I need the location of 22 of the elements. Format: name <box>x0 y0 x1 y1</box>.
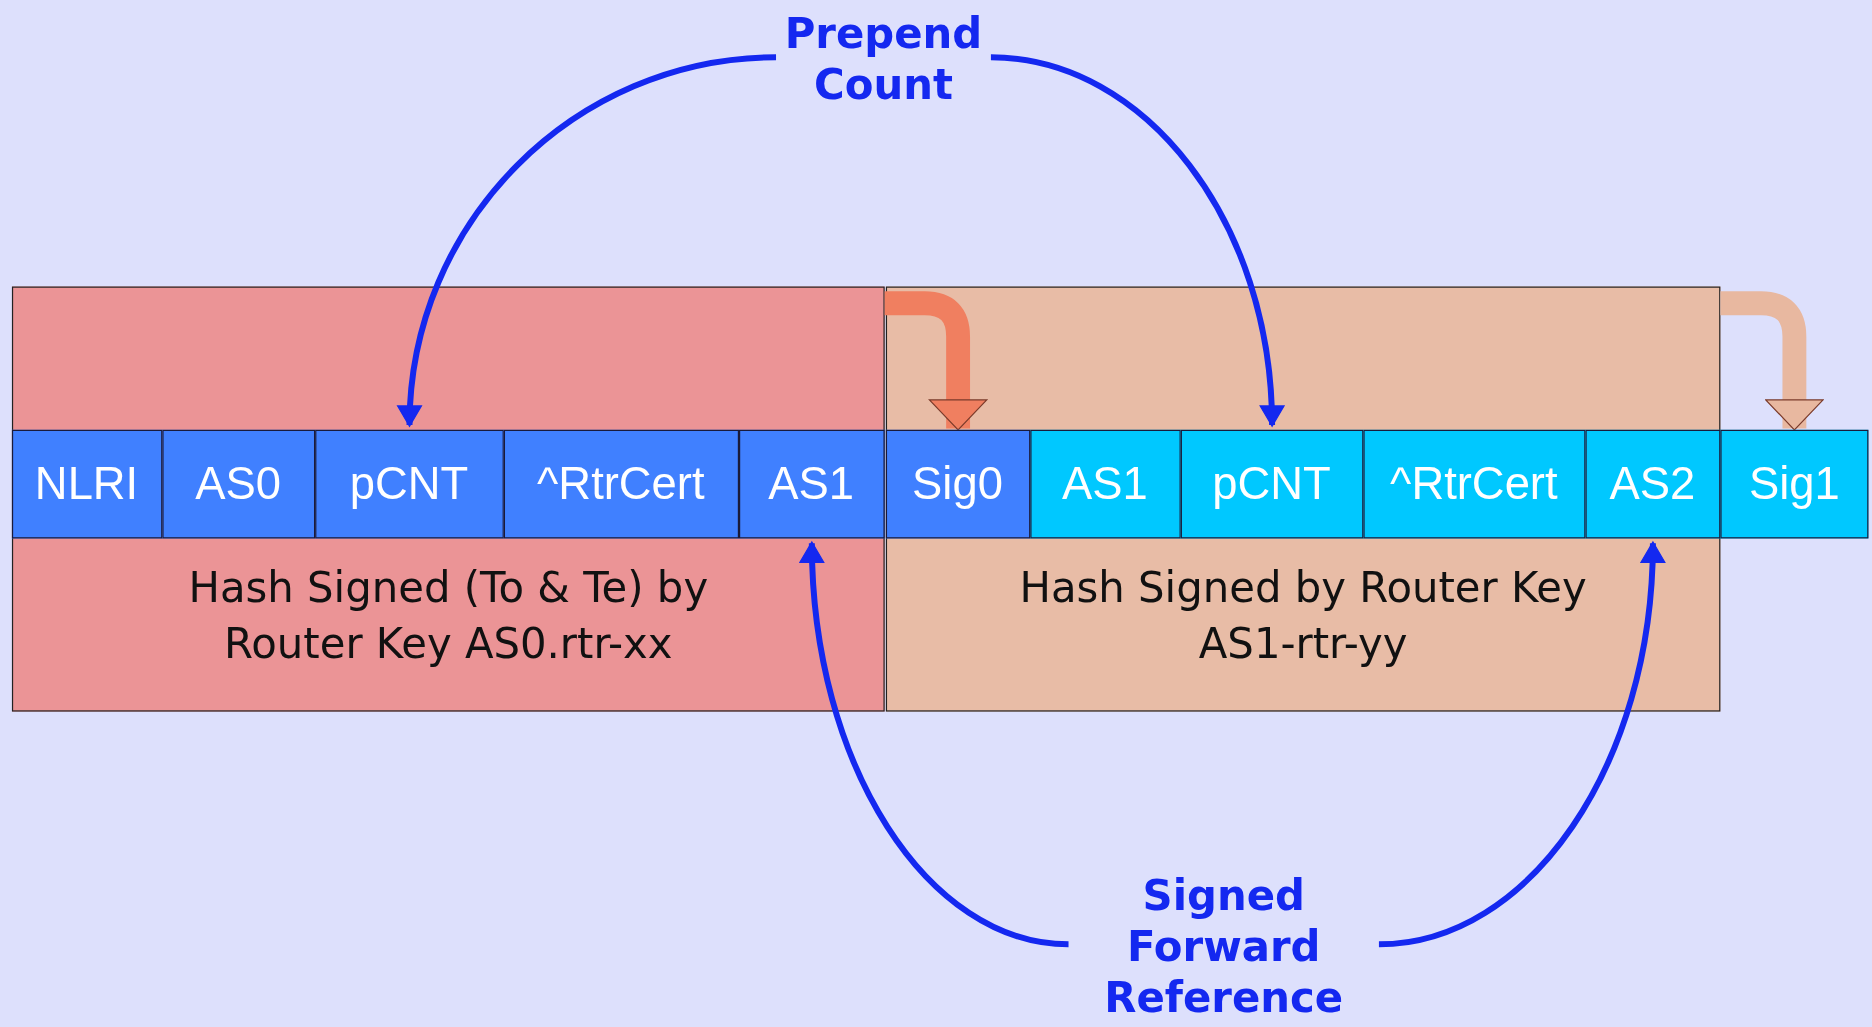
callout-text: Prepend Count <box>776 4 991 115</box>
packet-field: AS0 <box>161 429 315 538</box>
hash-panel <box>885 286 1721 712</box>
packet-field: pCNT <box>314 429 504 538</box>
packet-field: Sig1 <box>1720 429 1869 539</box>
bent-arrow <box>884 291 988 431</box>
packet-field: AS1 <box>1029 429 1181 538</box>
curved-arrow <box>398 54 777 427</box>
packet-field: AS2 <box>1584 429 1720 538</box>
panel-caption: Hash Signed (To & Te) by Router Key AS0.rtr-xx <box>187 562 710 670</box>
packet-field: ^RtrCert <box>1362 429 1585 538</box>
panel-caption: Hash Signed by Router Key AS1-rtr-yy <box>1018 562 1588 670</box>
curved-arrow <box>990 54 1284 427</box>
curved-arrow <box>800 541 1069 948</box>
packet-field: Sig0 <box>885 429 1030 538</box>
packet-field: pCNT <box>1180 429 1363 538</box>
packet-field: ^RtrCert <box>503 429 739 538</box>
curved-arrow <box>1378 541 1665 948</box>
packet-field: NLRI <box>11 429 162 538</box>
packet-field: AS1 <box>738 429 885 538</box>
callout-text: Signed Forward Reference <box>1068 869 1379 1025</box>
hash-panel <box>11 286 885 712</box>
